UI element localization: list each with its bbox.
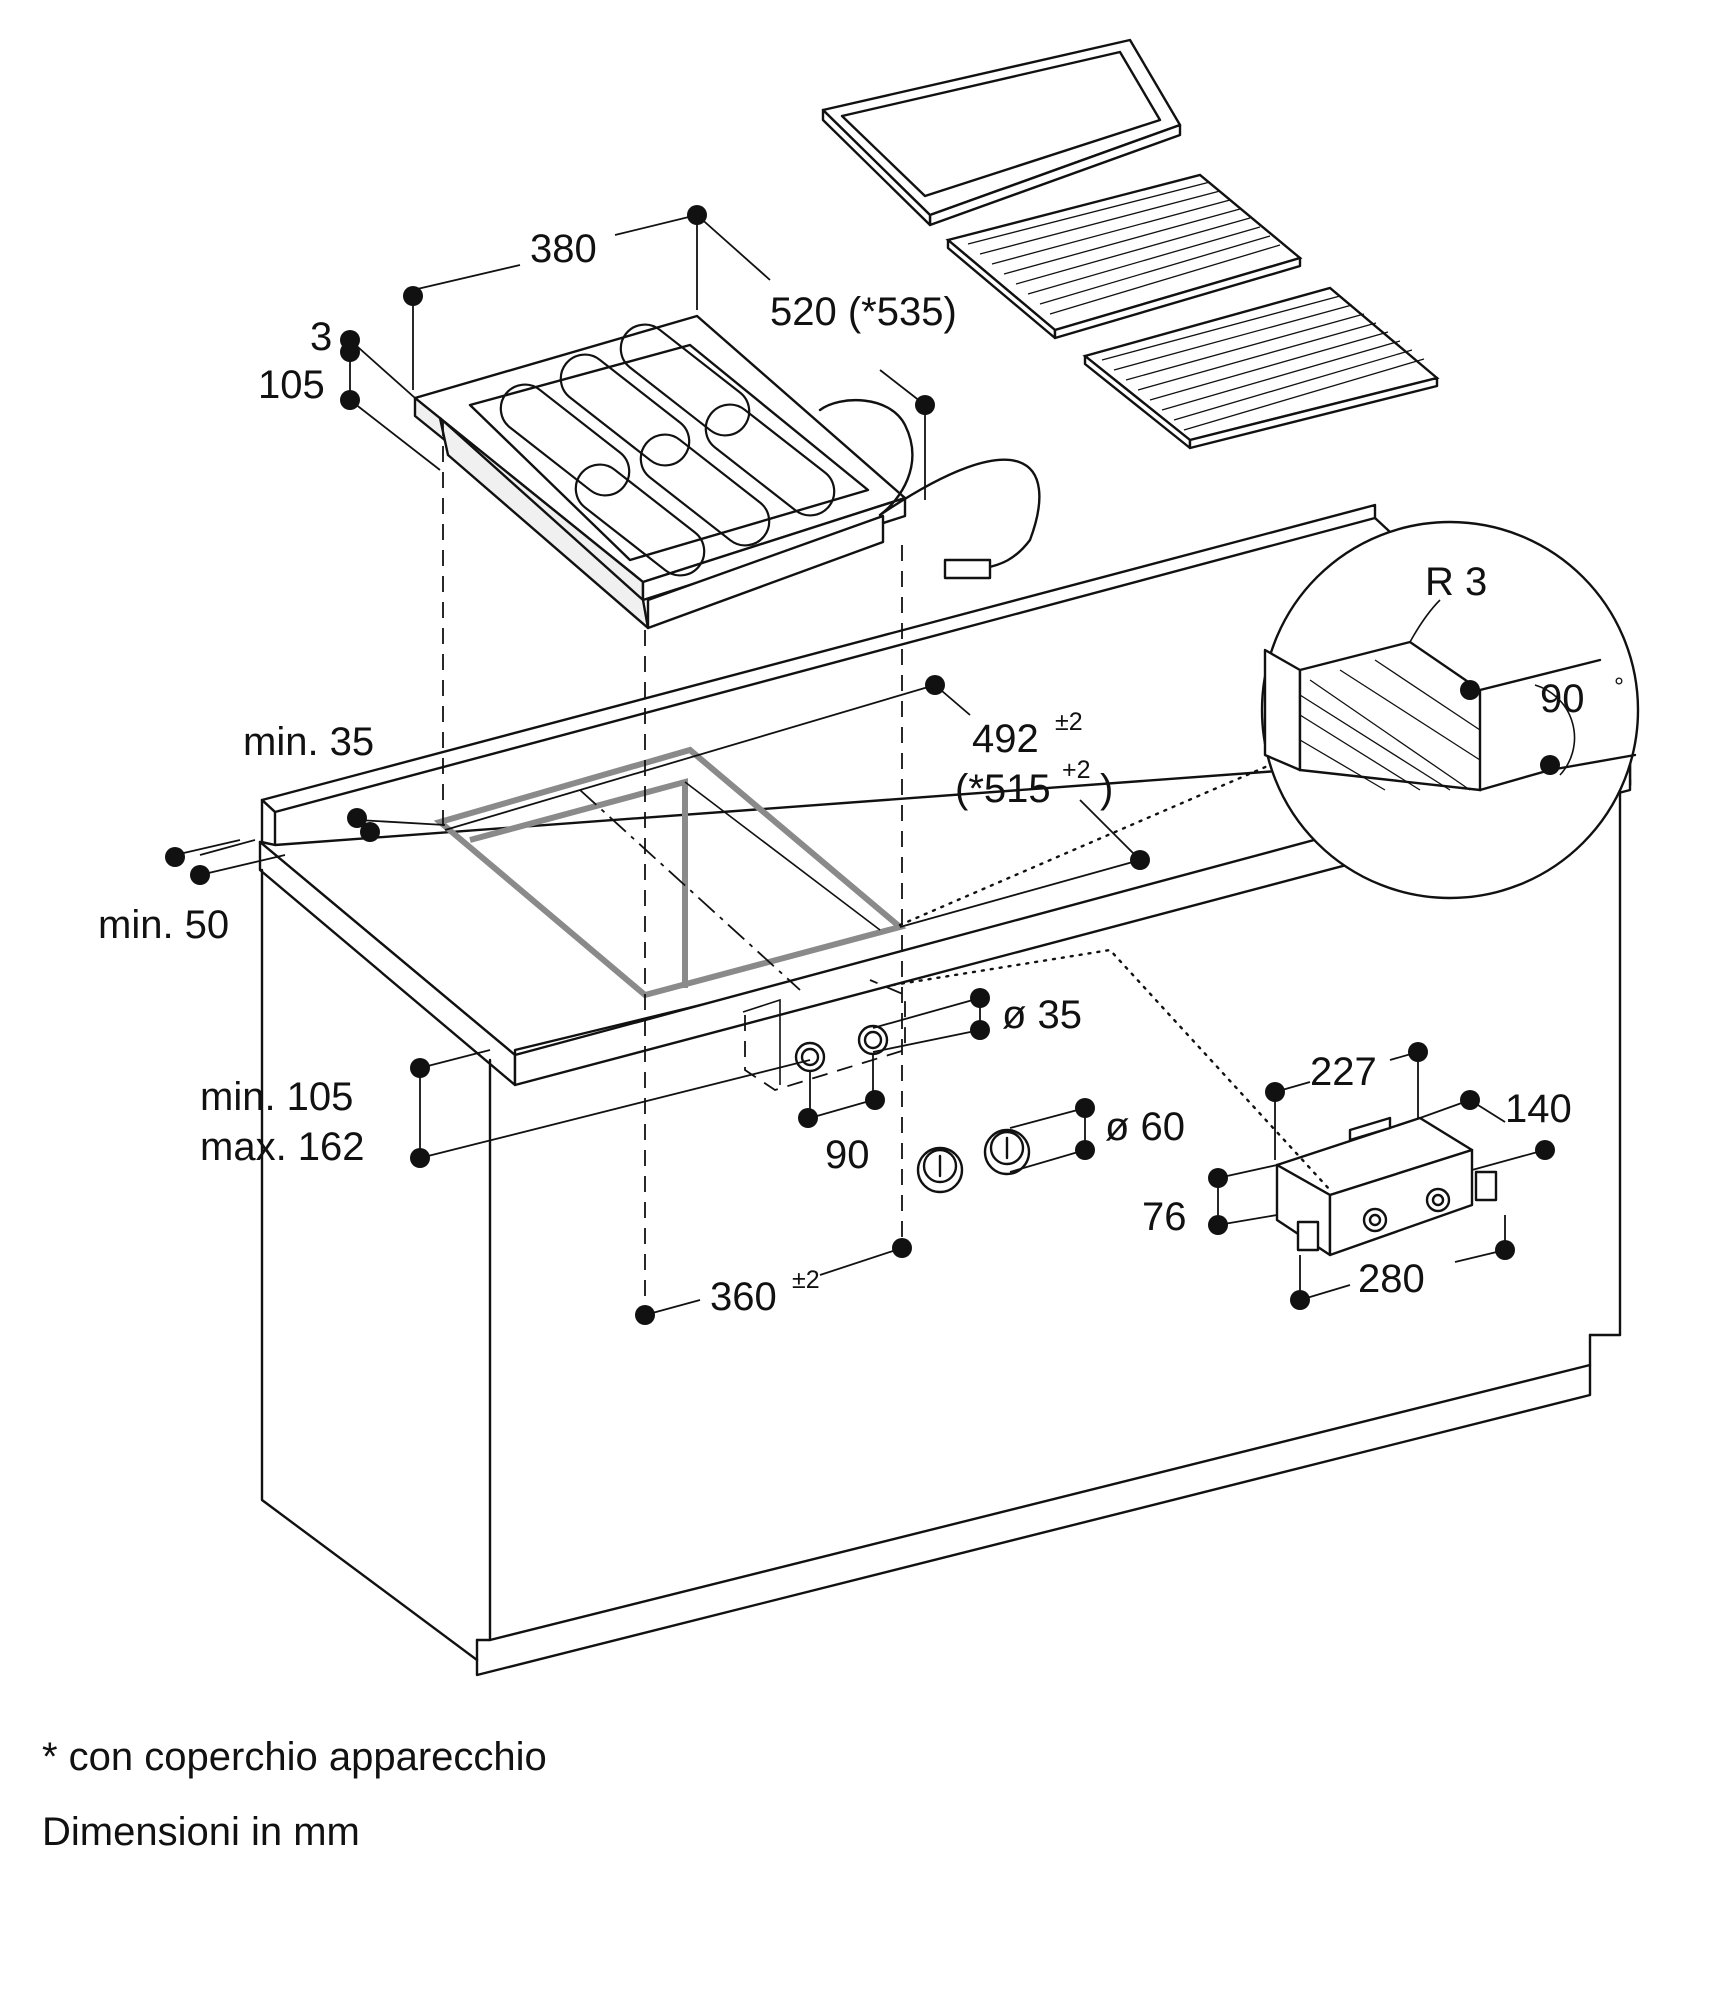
junction-box	[1275, 1116, 1498, 1257]
label-515: (*515	[955, 767, 1051, 811]
label-140: 140	[1505, 1087, 1572, 1131]
label-76: 76	[1142, 1195, 1187, 1239]
label-227: 227	[1310, 1050, 1377, 1094]
label-min-50: min. 50	[98, 903, 229, 947]
label-hole-35: ø 35	[1002, 993, 1082, 1037]
control-knobs	[916, 1128, 1031, 1194]
dimension-points	[165, 205, 1560, 1325]
footnote-units: Dimensioni in mm	[42, 1810, 360, 1854]
label-515-close: )	[1100, 767, 1113, 811]
appliance-lid	[821, 38, 1182, 227]
control-panel	[742, 979, 906, 1091]
label-492-tolerance: ±2	[1055, 708, 1083, 736]
label-515-tolerance: +2	[1062, 756, 1091, 784]
label-90: 90	[825, 1133, 870, 1177]
leader-detail	[898, 763, 1272, 927]
label-max-162: max. 162	[200, 1125, 365, 1169]
label-360-tolerance: ±2	[792, 1266, 820, 1294]
projection-lines	[442, 420, 903, 1315]
label-90-degree: 90	[1540, 677, 1585, 721]
label-520: 520 (*535)	[770, 290, 957, 334]
grill-appliance	[413, 314, 907, 630]
label-hole-60: ø 60	[1105, 1105, 1185, 1149]
corner-detail	[1260, 520, 1640, 900]
label-360: 360	[710, 1275, 777, 1319]
footnote-asterisk: * con coperchio apparecchio	[42, 1735, 547, 1779]
grill-plate-lower	[1082, 286, 1440, 450]
label-380: 380	[530, 227, 597, 271]
label-min-35: min. 35	[243, 720, 374, 764]
heating-coil	[499, 323, 836, 577]
cabinet	[260, 788, 1622, 1677]
grill-plate-upper	[945, 173, 1303, 340]
leader-box	[891, 948, 1332, 1192]
label-3: 3	[310, 315, 332, 359]
label-105: 105	[258, 363, 325, 407]
label-min-105: min. 105	[200, 1075, 353, 1119]
label-r3: R 3	[1425, 560, 1487, 604]
label-280: 280	[1358, 1257, 1425, 1301]
label-492: 492	[972, 717, 1039, 761]
dimension-labels: 380 520 (*535) 3 105 R 3 90 ° 492 ±2 (*5…	[98, 227, 1624, 1319]
power-cable	[818, 399, 1041, 580]
label-degree-symbol: °	[1614, 673, 1624, 701]
